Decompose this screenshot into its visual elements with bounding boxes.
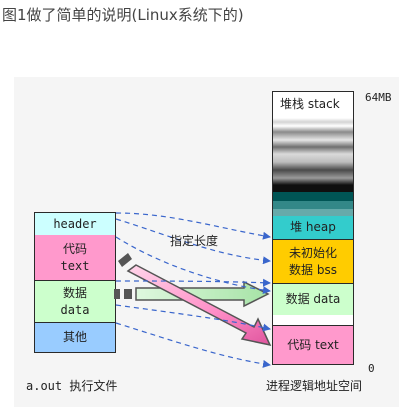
- memory-layout-figure: header 代码 text 数据 data 其他 a.out 执行文件 堆栈 …: [14, 77, 399, 407]
- aout-data-segment: 数据 data: [34, 281, 116, 323]
- stack-gradient: [272, 91, 354, 216]
- aout-text-label-cn: 代码: [62, 241, 87, 256]
- gap-region: [272, 315, 354, 325]
- bottom-address-label: 0: [368, 362, 375, 375]
- bss-label-line2: 数据 bss: [289, 262, 337, 277]
- heap-segment: 堆 heap: [272, 216, 354, 239]
- aout-text-label-en: text: [60, 258, 90, 273]
- aout-title: a.out 执行文件: [26, 379, 118, 393]
- caption: 图1做了简单的说明(Linux系统下的): [2, 6, 244, 24]
- dashed-mapping-lines: [115, 212, 271, 368]
- aout-header-segment: header: [34, 212, 116, 236]
- bss-segment: 未初始化 数据 bss: [272, 239, 354, 283]
- text-segment: 代码 text: [272, 325, 354, 365]
- text-label: 代码 text: [287, 337, 339, 352]
- data-label: 数据 data: [285, 292, 341, 306]
- specified-length-label: 指定长度: [170, 234, 219, 248]
- mapping-arrows: [114, 212, 272, 368]
- top-address-label: 64MB: [365, 91, 392, 104]
- aout-other-label: 其他: [62, 330, 87, 344]
- aout-text-segment: 代码 text: [34, 235, 116, 281]
- aout-data-label-cn: 数据: [62, 285, 87, 300]
- bss-label-line1: 未初始化: [288, 245, 337, 260]
- stack-label: 堆栈 stack: [280, 97, 340, 111]
- data-segment: 数据 data: [272, 283, 354, 315]
- aout-data-label-en: data: [60, 302, 90, 317]
- heap-label: 堆 heap: [290, 220, 336, 234]
- aout-other-segment: 其他: [34, 323, 116, 353]
- aout-header-label: header: [53, 216, 97, 231]
- address-space-title: 进程逻辑地址空间: [266, 379, 363, 393]
